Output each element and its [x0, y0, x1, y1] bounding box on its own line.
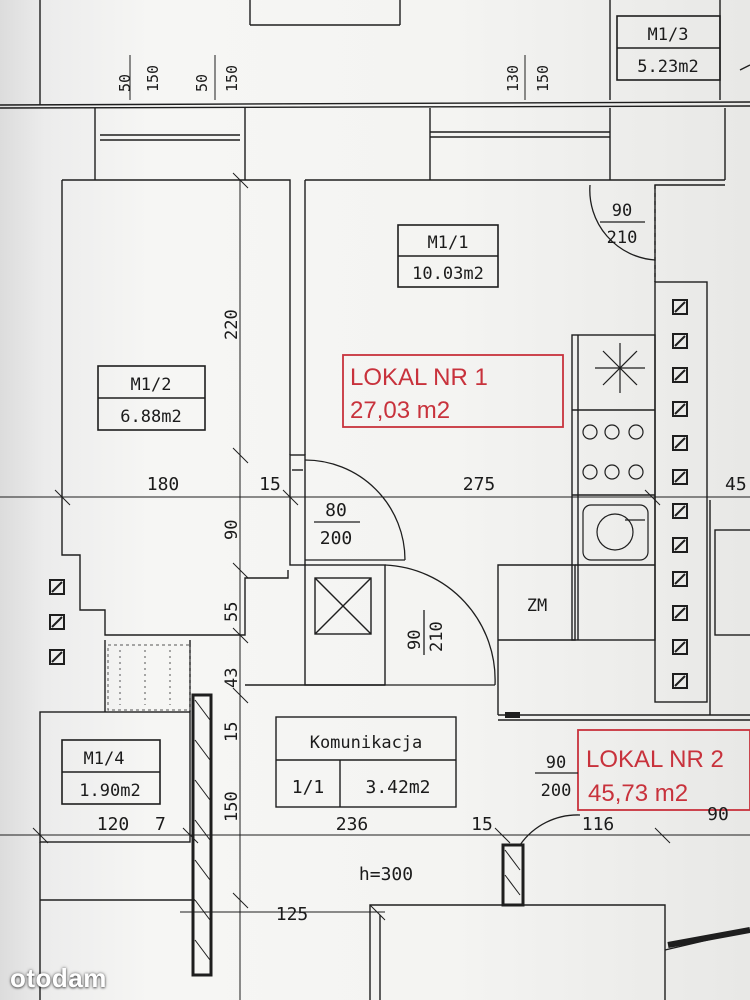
doors	[304, 184, 656, 846]
dim-15a: 15	[259, 474, 281, 495]
komunikacja-area: 3.42m2	[365, 777, 430, 798]
room-m1-4-name: M1/4	[84, 749, 125, 769]
dim-15b: 15	[222, 722, 242, 742]
dim-125: 125	[276, 904, 309, 925]
room-m1-4-area: 1.90m2	[79, 781, 140, 801]
label-boxes	[61, 15, 721, 805]
zm-label: ZM	[527, 596, 547, 616]
room-m1-1-name: M1/1	[428, 233, 469, 253]
room-m1-3-area: 5.23m2	[637, 57, 698, 77]
dim-275: 275	[463, 474, 496, 495]
lokal-1-title: LOKAL NR 1	[350, 364, 488, 391]
dim-220: 220	[222, 309, 242, 340]
dim-15c: 15	[471, 814, 493, 835]
dim-90: 90	[222, 520, 242, 540]
room-m1-3-name: M1/3	[648, 25, 689, 45]
watermark: otodam	[10, 963, 107, 993]
lokal-1-area: 27,03 m2	[350, 397, 450, 424]
dim-120: 120	[97, 814, 130, 835]
door-4-height: 200	[541, 781, 572, 801]
lokal-2-title: LOKAL NR 2	[586, 746, 724, 773]
unit-boxes	[342, 354, 750, 811]
door-3-height: 210	[427, 621, 447, 652]
room-m1-2-area: 6.88m2	[120, 407, 181, 427]
komunikacja-name: Komunikacja	[310, 733, 423, 753]
dim-150: 150	[222, 791, 242, 822]
lokal-2-area: 45,73 m2	[588, 780, 688, 807]
kitchen-appliances	[582, 343, 649, 561]
dim-top-130: 130	[504, 65, 522, 92]
room-m1-1-area: 10.03m2	[412, 264, 484, 284]
dim-90-right: 90	[707, 804, 729, 825]
ventilation-ducts	[49, 299, 688, 689]
dim-top-150c: 150	[534, 65, 552, 92]
dim-top-50a: 50	[116, 74, 134, 92]
door-1-width: 90	[612, 201, 632, 221]
door-1-height: 210	[607, 228, 638, 248]
dim-top-150a: 150	[144, 65, 162, 92]
komunikacja-code: 1/1	[292, 777, 325, 798]
top-walls	[0, 0, 750, 180]
dimension-lines	[0, 55, 750, 1000]
dim-top-50b: 50	[193, 74, 211, 92]
door-4-width: 90	[546, 753, 566, 773]
dim-236: 236	[336, 814, 369, 835]
stair-landing-hatch	[107, 644, 191, 711]
dim-45: 45	[725, 474, 747, 495]
dim-7: 7	[155, 814, 166, 835]
height-label: h=300	[359, 864, 413, 885]
door-2-height: 200	[320, 528, 353, 549]
door-label-lines	[314, 221, 645, 774]
dim-116: 116	[582, 814, 615, 835]
room-walls	[39, 179, 750, 1000]
door-2-width: 80	[325, 500, 347, 521]
dim-43: 43	[222, 668, 242, 688]
dim-180: 180	[147, 474, 180, 495]
room-m1-2-name: M1/2	[131, 375, 172, 395]
dim-55: 55	[222, 602, 242, 622]
dim-top-150b: 150	[223, 65, 241, 92]
door-3-width: 90	[405, 630, 425, 650]
